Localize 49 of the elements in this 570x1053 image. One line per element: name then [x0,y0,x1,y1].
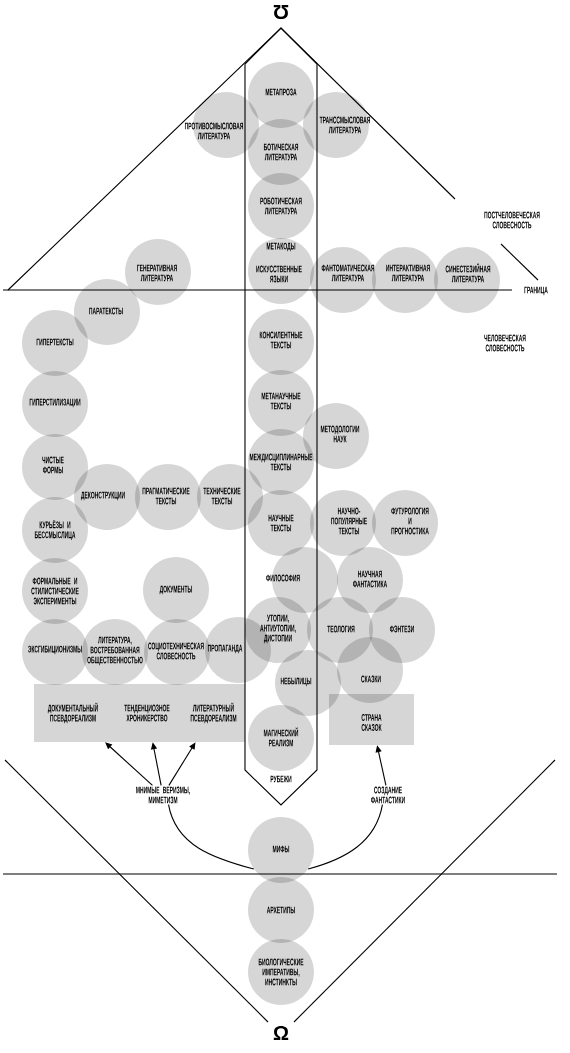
circle-node: СИНЕСТЕЗИЙНАЯ ЛИТЕРАТУРА [434,247,500,313]
annotation-text: СОЗДАНИЕ ФАНТАСТИКИ [371,786,405,804]
circle-node: ГИПЕРТЕКСТЫ [22,310,88,376]
circle-node: МЕТАПРОЗА [248,62,314,128]
circle-node: ПАРАТЕКСТЫ [74,279,140,345]
circle-node: МИФЫ [248,817,314,883]
circle-node: ФОРМАЛЬНЫЕ И СТИЛИСТИЧЕСКИЕ ЭКСПЕРИМЕНТЫ [22,558,88,624]
circle-node: УТОПИИ, АНТИУТОПИИ, ДИСТОПИИ [245,597,311,663]
box-node: ЛИТЕРАТУРНЫЙ ПСЕВДОРЕАЛИЗМ [182,684,245,742]
circle-node: ФАНТОМАТИЧЕСКАЯ ЛИТЕРАТУРА [310,247,376,313]
box-node: ДОКУМЕНТАЛЬНЫЙ ПСЕВДОРЕАЛИЗМ [34,684,112,742]
annotation-text: МНИМЫЕ ВЕРИЗМЫ, МИМЕТИЗМ [136,786,190,804]
circle-node: МЕТАНАУЧНЫЕ ТЕКСТЫ [248,370,314,436]
circle-node: БОТИЧЕСКАЯ ЛИТЕРАТУРА [248,119,314,185]
circle-node: НАУЧНЫЕ ТЕКСТЫ [248,490,314,556]
circle-node: ТРАНССМЫСЛОВАЯ ЛИТЕРАТУРА [303,92,371,158]
circle-node: ГЕНЕРАТИВНАЯ ЛИТЕРАТУРА [125,239,191,305]
box-node: СТРАНА СКАЗОК [329,694,414,745]
box-node: ТЕНДЕНЦИОЗНОЕ ХРОНИКЕРСТВО [112,684,182,742]
arrow [168,742,196,786]
circle-node: ГИПЕРСТИЛИЗАЦИИ [22,371,88,437]
region-label: ПОСТЧЕЛОВЕЧЕСКАЯ СЛОВЕСНОСТЬ [484,211,540,229]
circle-node: БИОЛОГИЧЕСКИЕ ИМПЕРАТИВЫ, ИНСТИНКТЫ [248,939,314,1005]
circle-node: СКАЗКИ [337,637,403,703]
circle-node: ТЕХНИЧЕСКИЕ ТЕКСТЫ [197,464,263,530]
circle-node: ТЕОЛОГИЯ [307,597,373,663]
omega-symbol: Ω [273,1026,289,1040]
circle-node: КОНСИЛЕНТНЫЕ ТЕКСТЫ [248,309,314,375]
curved-line [168,804,255,870]
circle-node: ДЕКОНСТРУКЦИИ [74,464,140,530]
arrow [105,742,153,786]
circle-node: МЕТАКОДЫ ИСКУССТВЕННЫЕ ЯЗЫКИ [248,238,314,304]
circle-node: ФУТУРОЛОГИЯ И ПРОГНОСТИКА [372,490,438,556]
circle-node: ЛИТЕРАТУРА, ВОСТРЕБОВАННАЯ ОБЩЕСТВЕННОСТЬЮ [82,619,148,685]
circle-node: АРХЕТИПЫ [248,877,314,943]
circle-node: ФЭНТЕЗИ [369,597,435,663]
region-label: ГРАНИЦА [524,286,548,296]
circle-node: НЕБЫЛИЦЫ [275,650,341,716]
region-label: ЧЕЛОВЕЧЕСКАЯ СЛОВЕСНОСТЬ [484,334,526,352]
omega-symbol: Ω [273,5,289,19]
circle-node: МЕЖДИСЦИПЛИНАРНЫЕ ТЕКСТЫ [248,429,314,495]
circle-node: РОБОТИЧЕСКАЯ ЛИТЕРАТУРА [248,173,314,239]
circle-node: ЭКСГИБИЦИОНИЗМЫ [22,619,88,685]
circle-node: ДОКУМЕНТЫ [143,557,209,623]
circle-node: НАУЧНАЯ ФАНТАСТИКА [337,547,403,613]
circle-node: МАГИЧЕСКИЙ РЕАЛИЗМ [248,705,314,771]
circle-node: ПРАГМАТИЧЕСКИЕ ТЕКСТЫ [135,464,201,530]
circle-node: НАУЧНО-ПОПУЛЯРНЫЕ ТЕКСТЫ [310,490,376,556]
curved-line [307,804,383,870]
